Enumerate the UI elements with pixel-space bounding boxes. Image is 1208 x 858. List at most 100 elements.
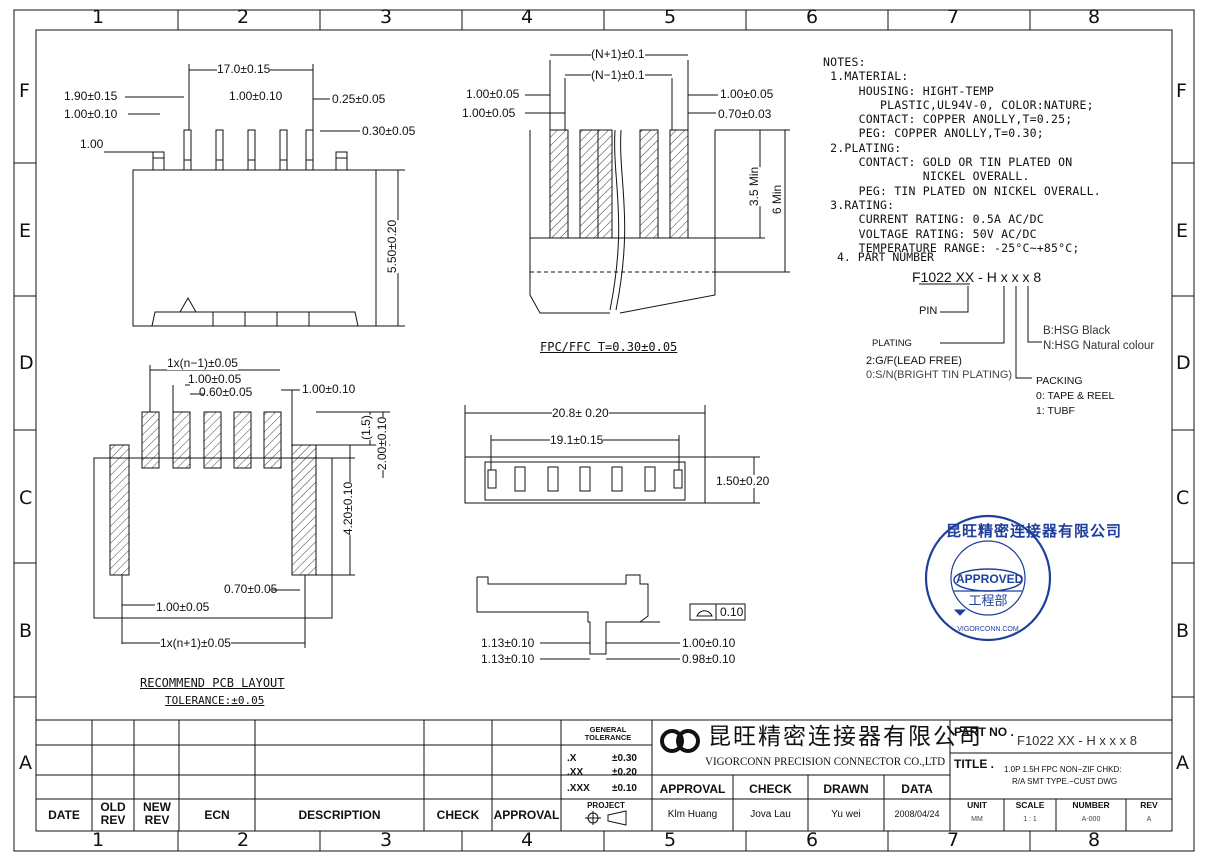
sign-value-drawn: Yu wei — [831, 809, 861, 820]
part-number-code: F1022 XX - H x x x 8 — [912, 269, 1042, 285]
grid-col-6: 6 — [806, 6, 819, 28]
fpc-dim-left2: 1.00±0.05 — [462, 106, 516, 120]
sign-value-data: 2008/04/24 — [894, 809, 940, 819]
rev-header-approval: APPROVAL — [493, 808, 560, 822]
pcb-layout — [93, 365, 390, 648]
grid-col-8-bottom: 8 — [1088, 829, 1101, 851]
rev-header-new-rev: NEW REV — [143, 800, 171, 827]
title-line-2: R/A SMT TYPE.−CUST DWG — [1012, 777, 1118, 786]
grid-row-e-right: E — [1176, 220, 1189, 242]
dim-100b: 1.00±0.10 — [229, 89, 283, 103]
grid-row-b-right: B — [1176, 620, 1190, 642]
projection-symbol-icon — [585, 810, 627, 826]
grid-col-2: 2 — [237, 6, 250, 28]
sign-header-check: CHECK — [749, 782, 792, 796]
side-view — [476, 574, 746, 660]
rev-header-date: DATE — [48, 808, 80, 822]
general-tolerance-label: GENERAL TOLERANCE — [584, 725, 632, 742]
pcb-tolerance: TOLERANCE:±0.05 — [165, 694, 265, 707]
info-header-scale: SCALE — [1015, 800, 1045, 810]
sign-value-approval: Klm Huang — [667, 809, 718, 820]
plating-option-2: 0:S/N(BRIGHT TIN PLATING) — [866, 369, 1013, 381]
stamp-approved: APPROVED — [956, 572, 1024, 586]
rev-header-check: CHECK — [436, 808, 480, 822]
rev-header-ecn: ECN — [204, 808, 230, 822]
label-pin: PIN — [919, 305, 938, 317]
grid-col-7: 7 — [947, 6, 960, 28]
grid-row-a-right: A — [1176, 752, 1189, 774]
grid-row-f-right: F — [1176, 80, 1187, 102]
grid-col-8: 8 — [1088, 6, 1101, 28]
side-dim-113b: 1.13±0.10 — [481, 652, 535, 666]
sign-header-data: DATA — [901, 782, 933, 796]
grid-col-5-bottom: 5 — [664, 829, 677, 851]
side-dim-098: 0.98±0.10 — [682, 652, 736, 666]
part-number-label: 4. PART NUMBER — [837, 250, 934, 264]
tol-val-x: ±0.30 — [612, 753, 637, 764]
info-value-rev: A — [1146, 816, 1152, 823]
plating-option-1: 2:G/F(LEAD FREE) — [866, 355, 962, 367]
grid-row-f: F — [19, 80, 30, 102]
pcb-dim-100: 1.00±0.05 — [188, 372, 242, 386]
grid-col-3-bottom: 3 — [380, 829, 393, 851]
stamp-top-text: 昆旺精密连接器有限公司 — [946, 523, 1123, 540]
tol-key-xxx: .XXX — [567, 783, 590, 794]
pcb-dim-100c: 1.00±0.05 — [156, 600, 210, 614]
grid-row-d: D — [19, 352, 34, 374]
grid-col-2-bottom: 2 — [237, 829, 250, 851]
pcb-dim-070: 0.70±0.05 — [224, 582, 278, 596]
pcb-dim-100b: 1.00±0.10 — [302, 382, 356, 396]
grid-col-4-bottom: 4 — [521, 829, 534, 851]
grid-row-c-right: C — [1176, 487, 1190, 509]
dim-n-minus: (N−1)±0.1 — [591, 68, 645, 82]
front-dim-191: 19.1±0.15 — [550, 433, 604, 447]
top-view — [104, 64, 405, 327]
notes-block: NOTES: 1.MATERIAL: HOUSING: HIGHT-TEMP P… — [823, 55, 1101, 255]
packing-option-2: 1: TUBF — [1036, 405, 1075, 417]
grid-col-1: 1 — [92, 6, 105, 28]
title-block-lines — [36, 719, 1172, 831]
side-dim-113a: 1.13±0.10 — [481, 636, 535, 650]
info-header-unit: UNIT — [967, 800, 987, 810]
info-value-scale: 1 : 1 — [1023, 816, 1037, 823]
dim-100a: 1.00±0.10 — [64, 107, 118, 121]
grid-row-c: C — [19, 487, 33, 509]
front-dim-150: 1.50±0.20 — [716, 474, 770, 488]
fpc-dim-right1: 1.00±0.05 — [720, 87, 774, 101]
stamp-bottom-text: VIGORCONN.COM — [957, 626, 1019, 633]
info-value-unit: MM — [971, 816, 983, 823]
fpc-caption: FPC/FFC T=0.30±0.05 — [540, 340, 678, 354]
grid-col-5: 5 — [664, 6, 677, 28]
front-view — [464, 405, 760, 504]
rev-header-old-rev: OLD REV — [100, 800, 126, 827]
dim-100c: 1.00 — [80, 137, 104, 151]
grid-col-7-bottom: 7 — [947, 829, 960, 851]
grid-col-3: 3 — [380, 6, 393, 28]
pcb-dim-060: 0.60±0.05 — [199, 385, 253, 399]
pcb-dim-pitch-n1plus: 1x(n+1)±0.05 — [160, 636, 231, 650]
label-plating: PLATING — [872, 338, 912, 349]
hsg-option-1: B:HSG Black — [1043, 325, 1111, 337]
pcb-dim-200: 2.00±0.10 — [375, 416, 390, 471]
pcb-dim-15: (1.5) — [358, 415, 373, 440]
grid-row-d-right: D — [1176, 352, 1191, 374]
grid-row-a: A — [19, 752, 32, 774]
title-line-1: 1.0P 1.5H FPC NON−ZIF CHKD: — [1004, 765, 1122, 774]
info-value-number: A-000 — [1081, 816, 1101, 823]
tol-key-x: .X — [567, 753, 577, 764]
fpc-dim-35: 3.5 Min — [747, 166, 762, 207]
grid-row-e: E — [19, 220, 32, 242]
grid-col-1-bottom: 1 — [92, 829, 105, 851]
grid-col-6-bottom: 6 — [806, 829, 819, 851]
front-dim-208: 20.8± 0.20 — [552, 406, 609, 420]
pcb-dim-420: 4.20±0.10 — [341, 481, 356, 536]
side-dim-100: 1.00±0.10 — [682, 636, 736, 650]
sign-header-drawn: DRAWN — [823, 782, 869, 796]
part-number-leaders — [919, 283, 1042, 379]
part-no-value: F1022 XX - H x x x 8 — [1017, 733, 1137, 748]
company-name-en: VIGORCONN PRECISION CONNECTOR CO.,LTD — [705, 754, 946, 768]
grid-row-b: B — [19, 620, 33, 642]
dim-030: 0.30±0.05 — [362, 124, 416, 138]
label-packing: PACKING — [1036, 375, 1083, 387]
